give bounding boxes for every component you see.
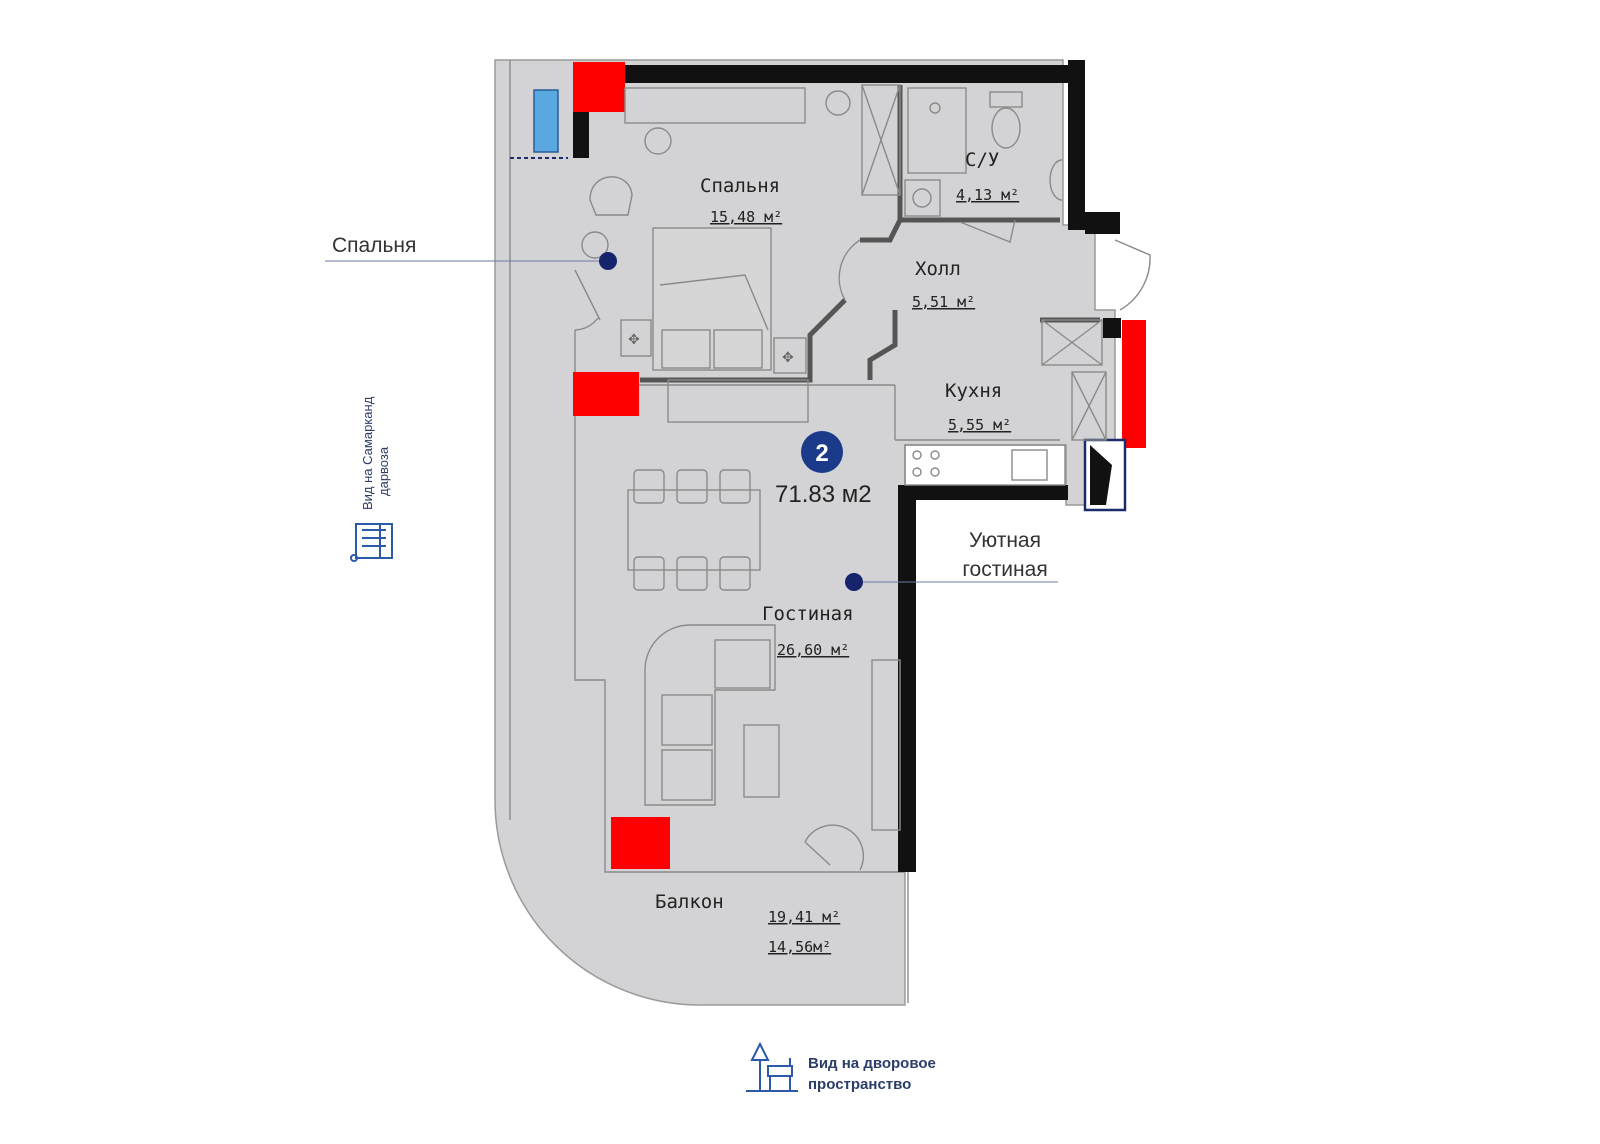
entry-door bbox=[1114, 239, 1151, 311]
room-area-living: 26,60 м² bbox=[777, 641, 849, 659]
marker-dot-icon bbox=[845, 573, 863, 591]
kitchen-fixtures bbox=[904, 319, 1107, 486]
bathroom-fixtures bbox=[904, 87, 1063, 243]
window bbox=[533, 89, 559, 153]
balcony-boundary bbox=[574, 330, 905, 873]
window-corner-shade bbox=[1090, 445, 1112, 505]
callout-living-line1: Уютная bbox=[969, 529, 1041, 552]
room-name-living: Гостиная bbox=[762, 603, 854, 625]
room-area-kitchen: 5,55 м² bbox=[948, 416, 1011, 434]
room-name-bedroom: Спальня bbox=[700, 175, 780, 197]
svg-text:✥: ✥ bbox=[628, 332, 640, 348]
building-icon bbox=[350, 523, 393, 562]
park-bench-icon bbox=[746, 1041, 798, 1092]
room-area-bedroom: 15,48 м² bbox=[710, 208, 782, 226]
marker-dot-icon bbox=[599, 252, 617, 270]
unit-badge bbox=[801, 431, 843, 473]
callout-living-line2: гостиная bbox=[962, 558, 1047, 581]
bottom-view-line2: пространство bbox=[808, 1076, 911, 1093]
room-area-hall: 5,51 м² bbox=[912, 293, 975, 311]
columns bbox=[573, 62, 1146, 869]
side-view-line2: дарвоза bbox=[376, 446, 391, 496]
callout-bedroom: Спальня bbox=[332, 234, 416, 257]
room-name-hall: Холл bbox=[915, 258, 961, 280]
room-area-balcony-2: 14,56м² bbox=[768, 938, 831, 956]
living-furniture bbox=[627, 469, 901, 871]
room-name-bathroom: С/У bbox=[965, 149, 999, 171]
svg-text:✥: ✥ bbox=[782, 350, 794, 366]
bottom-view-line1: Вид на дворовое bbox=[808, 1055, 936, 1072]
side-view-label: Вид на Самарканд дарвоза bbox=[360, 396, 391, 510]
unit-number: 2 bbox=[815, 440, 828, 467]
total-area: 71.83 м2 bbox=[775, 481, 872, 508]
side-view-line1: Вид на Самарканд bbox=[360, 396, 375, 510]
room-name-kitchen: Кухня bbox=[945, 380, 1002, 402]
room-name-balcony: Балкон bbox=[655, 891, 724, 913]
room-area-bathroom: 4,13 м² bbox=[956, 186, 1019, 204]
room-area-balcony: 19,41 м² bbox=[768, 908, 840, 926]
walls bbox=[573, 60, 1121, 872]
bedroom-furniture: ✥ ✥ bbox=[574, 84, 901, 423]
